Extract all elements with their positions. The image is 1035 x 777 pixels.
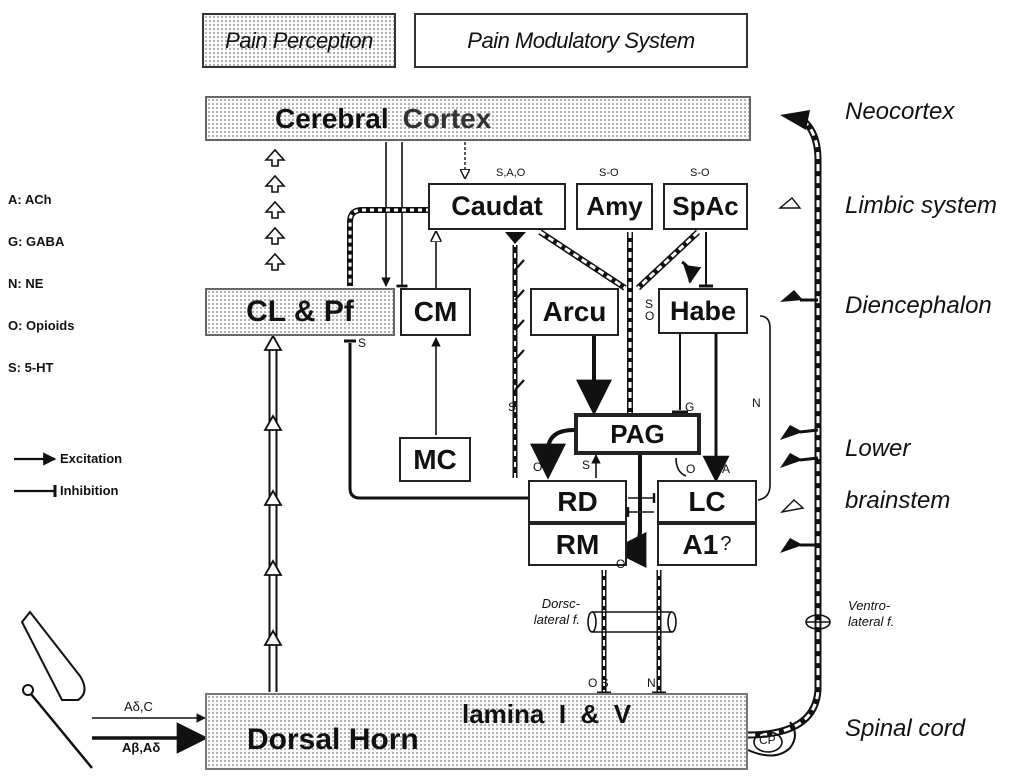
pain-perception-box: Pain Perception	[202, 13, 396, 68]
cp-label: CP	[759, 733, 776, 747]
lc-label: LC	[688, 485, 726, 517]
clpf-s-label: S	[358, 336, 367, 350]
amygdala-box: Amy	[576, 183, 653, 230]
rm-o-label: O	[616, 557, 626, 571]
level-brainstem: brainstem	[845, 487, 951, 514]
arcu-label: Arcu	[542, 296, 607, 327]
clpf-box: CL & Pf	[205, 288, 395, 336]
knife-icon	[20, 610, 86, 701]
spac-transmitters: S-O	[690, 167, 710, 179]
lc-box: LC	[657, 480, 757, 523]
dorsolateral-n-label: N	[647, 676, 656, 690]
mc-box: MC	[399, 437, 471, 482]
pag-rd-o-label: O	[533, 460, 543, 474]
caudat-transmitters: S,A,O	[496, 167, 526, 179]
dorsal-horn-label: Dorsal Horn	[247, 723, 419, 756]
dorsolateral-tract-label: Dorsc- lateral f.	[514, 596, 580, 628]
habe-label: Habe	[669, 295, 737, 326]
legend-opioids: O: Opioids	[8, 318, 75, 333]
fiber-abeta-adelta: Aβ,Aδ	[122, 740, 161, 755]
lamina-label: lamina I & V	[462, 699, 632, 729]
pain-perception-label: Pain Perception	[225, 27, 373, 53]
needle-icon	[22, 684, 93, 769]
clpf-label: CL & Pf	[246, 295, 354, 328]
pain-modulatory-label: Pain Modulatory System	[467, 27, 695, 53]
level-diencephalon: Diencephalon	[845, 292, 992, 319]
spinothalamic-pathway	[263, 334, 283, 692]
inhibition-label: Inhibition	[60, 483, 119, 498]
thalamocortical-arrows	[264, 148, 286, 271]
spac-label: SpAc	[672, 191, 739, 221]
level-limbic: Limbic system	[845, 192, 998, 219]
level-neocortex: Neocortex	[845, 98, 955, 125]
cm-label: CM	[413, 296, 458, 327]
rd-box: RD	[528, 480, 627, 523]
legend-ach: A: ACh	[8, 192, 52, 207]
rd-label: RD	[557, 485, 598, 517]
cortex-word2: Cortex	[402, 102, 492, 134]
dorsolateral-line1: Dorsc-	[541, 596, 580, 611]
ventrolateral-tract-label: Ventro- lateral f.	[848, 598, 894, 630]
cm-box: CM	[400, 288, 471, 336]
habe-pag-g-label: G	[685, 400, 695, 414]
legend-5ht: S: 5-HT	[8, 360, 54, 375]
caudat-box: Caudat	[428, 183, 566, 230]
cerebral-cortex-box: Cerebral Cortex	[205, 96, 751, 141]
lc-habe-n-label: N	[752, 396, 761, 410]
dorsolateral-os-label: O S	[588, 676, 609, 690]
amy-transmitters: S-O	[599, 167, 619, 179]
lc-a-label: A	[722, 462, 731, 476]
caudat-label: Caudat	[451, 191, 543, 221]
pag-label: PAG	[610, 418, 665, 449]
habe-box: Habe	[658, 288, 748, 334]
pain-modulatory-box: Pain Modulatory System	[414, 13, 748, 68]
dorsal-horn-box: lamina I & V Dorsal Horn CP	[205, 693, 776, 770]
a1-box: A1 ?	[657, 523, 757, 566]
raphe-s-label: S	[508, 400, 517, 414]
dorsolateral-line2: lateral f.	[533, 612, 580, 627]
legend-gaba: G: GABA	[8, 234, 65, 249]
rd-pag-s-label: S	[582, 458, 591, 472]
ventrolateral-line2: lateral f.	[848, 614, 895, 629]
pag-lc-o-label: O	[686, 462, 696, 476]
mc-label: MC	[413, 443, 457, 475]
a1-question: ?	[720, 533, 732, 555]
rm-box: RM	[528, 523, 627, 566]
pag-box: PAG	[574, 413, 701, 455]
rm-label: RM	[555, 528, 600, 560]
fiber-adelta-c: Aδ,C	[124, 699, 153, 714]
legend-ne: N: NE	[8, 276, 44, 291]
habe-so-label: S O	[645, 297, 655, 323]
arcu-box: Arcu	[530, 288, 619, 336]
level-spinal-cord: Spinal cord	[845, 715, 966, 742]
excitation-label: Excitation	[60, 451, 123, 466]
amygdala-label: Amy	[586, 191, 643, 221]
a1-label: A1	[682, 528, 719, 560]
level-lower: Lower	[845, 435, 911, 462]
ventrolateral-line1: Ventro-	[848, 598, 891, 613]
spac-box: SpAc	[663, 183, 748, 230]
cortex-word1: Cerebral	[275, 102, 389, 134]
